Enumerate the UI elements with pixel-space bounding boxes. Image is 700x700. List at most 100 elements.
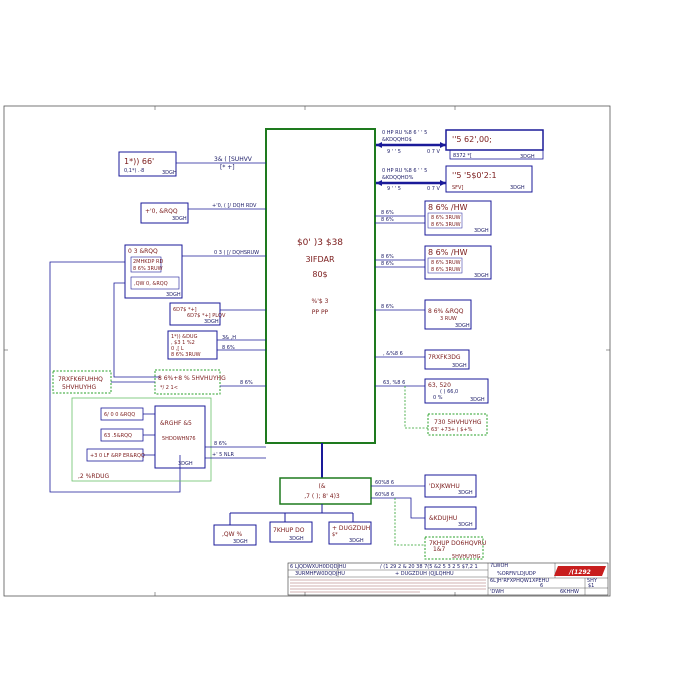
touchres-sub: 5HVHUYHG — [62, 384, 97, 391]
usbtouch-sub: */ 2 1< — [160, 385, 178, 391]
mdp-title: 0 3 &RQQ — [128, 248, 158, 255]
usb1-r2: 8 6% 3RUW — [431, 222, 461, 228]
thermal-ec-tag: 5HVHUYHG — [452, 554, 481, 560]
audio-link3: +' 5 NLR — [212, 452, 234, 458]
tb-c2: 3URMHFW0DQDJHU — [295, 571, 345, 577]
title-block: 6 LJQDWXUH0DQDJHU 3URMHFW0DQDJHU / (1 29… — [287, 562, 609, 596]
thermal-block: 7KHUP DO 3DGH — [269, 521, 313, 543]
crt-title: +'0, &RQQ — [145, 208, 178, 215]
ddr-a-tag: 3DGH — [520, 154, 535, 160]
hdmi-title: 6D7$ *+] — [173, 307, 197, 313]
pch-line2: 3IFDAR — [305, 255, 335, 264]
usb2-title: 8 6% /HW — [428, 248, 468, 257]
audio-link2: 8 6% — [214, 441, 227, 447]
card-r1: , $3 1 %2 — [171, 340, 195, 346]
mic-title: 6/ 0 0 &RQQ — [104, 412, 135, 418]
hdmi-tag: 3DGH — [204, 319, 219, 325]
jack-block: +3 0 LF &RP ER&RQQ — [86, 448, 145, 462]
ddr-a-lbl2: &KDQQHO$ — [382, 137, 412, 143]
lvds-link2: [* +] — [220, 164, 235, 171]
hdmi-block: 6D7$ *+] 6D7$ *+] PLQV 3DGH — [169, 302, 226, 326]
tb-rev: $1 — [588, 583, 594, 589]
crt-link: +'0, ( [/ DQH RDV — [212, 203, 257, 209]
thermal-ec-title: 7KHUP DO6HQVRU — [429, 540, 486, 547]
usb1-title: 8 6% /HW — [428, 203, 468, 212]
jack-title: +3 0 LF &RP ER&RQQ — [90, 453, 145, 459]
tb-rev-label: 5HY — [587, 578, 598, 584]
pch-line3: 80$ — [312, 270, 327, 279]
tb-size-label: 6L]H — [490, 578, 502, 584]
crt-tag: 3DGH — [172, 216, 187, 222]
pch-line5: PP PP — [312, 309, 329, 316]
daughter-link: 60%8 6 — [375, 480, 394, 486]
kbd-tag: 3DGH — [233, 539, 248, 545]
spk-block: 63 .5&RQQ — [100, 428, 144, 442]
ddr-a-lbl3: 9 ' ' 5 — [387, 149, 401, 155]
ddr-b-sub: SFV] — [452, 185, 463, 191]
kbd-title: ,QW % — [222, 531, 242, 538]
battery-tag: 3DGH — [349, 538, 364, 544]
usbconn-p1: 8 6% — [381, 304, 394, 310]
tb-title: %ORFN'LDJUDP — [497, 571, 536, 577]
card-block: 1*)) &DUG , $3 1 %2 0 ,[ L 8 6% 3RUW — [167, 330, 218, 360]
tb-title-label: 7LWOH — [490, 563, 508, 569]
audio-tag: 3DGH — [178, 461, 193, 467]
card-link: 3& ,H — [222, 335, 236, 341]
touchpad-link: , &%8 6 — [383, 351, 403, 357]
ec-title: (& — [318, 483, 325, 490]
ec-block: (& ,7 ( ); 8' 4)3 — [279, 477, 372, 505]
tb-c3: / (1 29 2 & 20 38 7(5 &2 5 3 2 5 $7,2 1 — [380, 564, 478, 570]
lenovo-logo: /(1292 — [554, 566, 606, 576]
daughter-block: 'DXJKWHU 3DGH — [424, 474, 477, 498]
battery-sub: $* — [332, 532, 338, 538]
usb2-r1: 8 6% 3RUW — [431, 260, 461, 266]
ddr-a-lbl1: 0 HP RU %8 6 ' ' 5 — [382, 130, 427, 136]
ec-sub: ,7 ( ); 8' 4)3 — [304, 493, 340, 500]
battery-title: + DUGZDUH — [332, 525, 370, 532]
tb-doc-label: 'RFXPHQW1XPEHU — [502, 578, 549, 584]
ddr-b-tag: 3DGH — [510, 185, 525, 191]
usb1-p1: 8 6% — [381, 210, 394, 216]
lvds-title: 1*)) 66' — [124, 157, 154, 166]
ddr-b-block: ''5 '5$0'2:1 SFV] 3DGH 0 HP RU %8 6 ' ' … — [382, 165, 533, 193]
usb2-p1: 8 6% — [381, 254, 394, 260]
usbtouch-link: 8 6% — [240, 380, 253, 386]
spirom-tag: 3DGH — [470, 397, 485, 403]
usb-hub-1: 8 6% /HW 8 6% 3RUW 8 6% 3RUW 3DGH — [424, 200, 492, 236]
audioboard-title: ,2 %RDUG — [78, 473, 110, 480]
hdmi-sub: 6D7$ *+] PLQV — [187, 313, 226, 319]
lvds-link: 3& ( [SUHVV — [214, 156, 253, 163]
mxm-title: ,QW 0, &RQQ — [134, 281, 168, 287]
spirom-sub1: ( ) 66,0 — [440, 389, 458, 395]
thermal-title: 7KHUP DO — [273, 527, 305, 534]
thermal-tag: 3DGH — [289, 536, 304, 542]
sheet-border — [3, 105, 611, 597]
usb1-r1: 8 6% 3RUW — [431, 215, 461, 221]
tb-c1: 6 LJQDWXUH0DQDJHU — [290, 564, 347, 570]
card-p1: 8 6% — [222, 345, 235, 351]
mdp-sub2: 8 6% 3RUW — [133, 266, 163, 272]
usb2-r2: 8 6% 3RUW — [431, 267, 461, 273]
spirom-block: 63, 520 ( ) 66,0 0 % 3DGH — [424, 378, 489, 404]
ddr-b-title: ''5 '5$0'2:1 — [452, 171, 497, 180]
mdp-block: 0 3 &RQQ 2MHKDP RD 8 6% 3RUW ,QW 0, &RQQ… — [124, 244, 183, 299]
usbconn-tag: 3DGH — [455, 323, 470, 329]
usbtouch-title: 8 6%+8 % 5HVHUYHG — [158, 375, 226, 382]
mic-block: 6/ 0 0 &RQQ — [100, 407, 144, 421]
tb-c4: + DUGZDUH (QJLQHHU — [395, 571, 454, 577]
pch-block — [265, 128, 376, 444]
ddr-b-lbl4: 0 7 V — [427, 186, 441, 192]
tpm-block: 730 5HVHUYHG 63' +73+ ( $+% — [427, 413, 488, 436]
charger-link: 60%8 6 — [375, 492, 394, 498]
lvds-sub: 0,1*) .·8 — [124, 168, 144, 174]
tpm-sub: 63' +73+ ( $+% — [431, 427, 473, 433]
touchres-title: 7RXFK6FUHHQ — [58, 376, 103, 383]
usb-hub-2: 8 6% /HW 8 6% 3RUW 8 6% 3RUW 3DGH — [424, 245, 492, 280]
card-title: 1*)) &DUG — [171, 334, 198, 340]
touchscreen-block: 7RXFK6FUHHQ 5HVHUYHG — [52, 370, 112, 394]
ddr-b-lbl3: 9 ' ' 5 — [387, 186, 401, 192]
spirom-sub2: 0 % — [433, 395, 443, 401]
usb-conn-block: 8 6% &RQQ 3 RUW 3DGH — [424, 299, 472, 330]
ddr-a-lbl4: 0 7 V — [427, 149, 441, 155]
